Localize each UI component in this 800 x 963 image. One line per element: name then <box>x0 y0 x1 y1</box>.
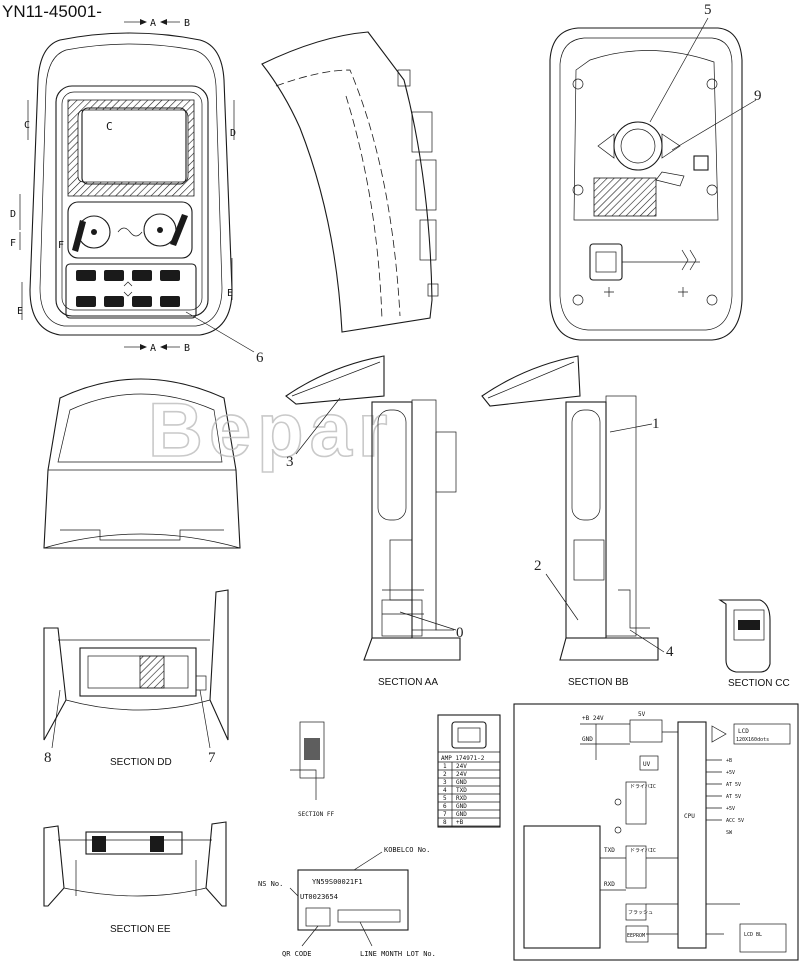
nameplate-qr-label: QR CODE <box>282 950 312 958</box>
cut-label-d-right: D <box>230 128 237 139</box>
watermark: Bepar <box>148 388 393 473</box>
callout-5: 5 <box>704 2 712 18</box>
cut-label-f-inner: F <box>58 240 65 251</box>
cut-label-a-top: A <box>150 18 157 29</box>
section-bb-drawing <box>481 355 659 661</box>
nameplate-serial: UT0023654 <box>300 893 338 901</box>
pin-signal: +B <box>456 819 464 826</box>
section-ee-label: SECTION EE <box>110 924 171 935</box>
section-aa-drawing <box>285 355 461 661</box>
pin-number: 8 <box>443 819 447 826</box>
schematic-rxd: RXD <box>604 881 615 888</box>
pin-number: 3 <box>443 779 447 786</box>
nameplate-ns-label: NS No. <box>258 880 283 888</box>
schematic-output-label: +5V <box>726 770 735 776</box>
section-bb-label: SECTION BB <box>568 677 629 688</box>
callout-1: 1 <box>652 416 660 432</box>
pin-number: 4 <box>443 787 447 794</box>
cut-label-b-bottom: B <box>184 343 191 354</box>
cut-label-d-left: D <box>10 209 17 220</box>
section-cc-label: SECTION CC <box>728 678 790 689</box>
schematic-driver-2: ドライバIC <box>630 848 656 854</box>
cut-label-e-right: E <box>227 288 234 299</box>
front-view-monitor: C <box>29 32 233 336</box>
pin-signal: TXD <box>456 787 467 794</box>
cut-label-c-left: C <box>24 120 31 131</box>
drawing-code: YN11-45001- <box>2 2 102 21</box>
schematic-24v: +B 24V <box>582 715 604 722</box>
schematic-regulator: 5V <box>638 711 646 718</box>
circuit-schematic <box>513 703 799 961</box>
section-ff-drawing <box>290 721 325 800</box>
housing-perspective <box>43 378 241 549</box>
schematic-lcd-sub: 120X160dots <box>736 737 769 743</box>
section-dd-drawing <box>43 589 229 741</box>
cut-label-a-bottom: A <box>150 343 157 354</box>
side-cut-marks: C D D F F E E <box>10 100 237 320</box>
schematic-eeprom: EEPROM <box>627 933 645 939</box>
side-view-monitor <box>261 31 439 333</box>
callout-8: 8 <box>44 750 52 766</box>
connector-part-no: AMP 174971-2 <box>441 755 485 762</box>
pin-signal: RXD <box>456 795 467 802</box>
schematic-output-label: +B <box>726 758 732 764</box>
pin-number: 6 <box>443 803 447 810</box>
schematic-uv: UV <box>643 761 651 768</box>
schematic-flash: フラッシュ <box>628 910 653 916</box>
pin-number: 5 <box>443 795 447 802</box>
pin-number: 1 <box>443 763 447 770</box>
schematic-output-label: ACC 5V <box>726 818 744 824</box>
cut-label-b-top: B <box>184 18 191 29</box>
schematic-cpu: CPU <box>684 813 695 820</box>
section-ff-label: SECTION FF <box>298 811 335 818</box>
rear-view-monitor <box>549 27 743 341</box>
pin-signal: GND <box>456 779 467 786</box>
callout-4: 4 <box>666 644 674 660</box>
callout-3: 3 <box>286 454 294 470</box>
schematic-output-label: AT 5V <box>726 794 741 800</box>
nameplate-lot-label: LINE MONTH LOT No. <box>360 950 436 958</box>
pin-signal: 24V <box>456 771 467 778</box>
section-cc-drawing <box>718 599 771 673</box>
callout-0: 0 <box>456 625 464 641</box>
pin-signal: GND <box>456 811 467 818</box>
schematic-output-label: +5V <box>726 806 735 812</box>
section-aa-label: SECTION AA <box>378 677 438 688</box>
callout-7: 7 <box>208 750 216 766</box>
pin-number: 7 <box>443 811 447 818</box>
cut-label-e-left: E <box>17 306 24 317</box>
callout-9: 9 <box>754 88 762 104</box>
schematic-driver-1: ドライバIC <box>630 784 656 790</box>
cut-label-f-left: F <box>10 238 17 249</box>
callout-6: 6 <box>256 350 264 366</box>
callout-2: 2 <box>534 558 542 574</box>
pin-number: 2 <box>443 771 447 778</box>
view-mark-c: C <box>106 120 113 133</box>
cut-line-a-b-top: A B A B <box>124 18 191 354</box>
pin-signal: 24V <box>456 763 467 770</box>
schematic-lcd: LCD <box>738 728 749 735</box>
schematic-txd: TXD <box>604 847 615 854</box>
schematic-gnd: GND <box>582 736 593 743</box>
pin-signal: GND <box>456 803 467 810</box>
section-ee-drawing <box>43 821 227 907</box>
schematic-output-label: SW <box>726 830 733 836</box>
nameplate-maker-label: KOBELCO No. <box>384 846 430 854</box>
schematic-led: LCD BL <box>744 932 762 938</box>
nameplate-part-no: YN59S00021F1 <box>312 878 363 886</box>
section-dd-label: SECTION DD <box>110 757 172 768</box>
schematic-output-label: AT 5V <box>726 782 741 788</box>
